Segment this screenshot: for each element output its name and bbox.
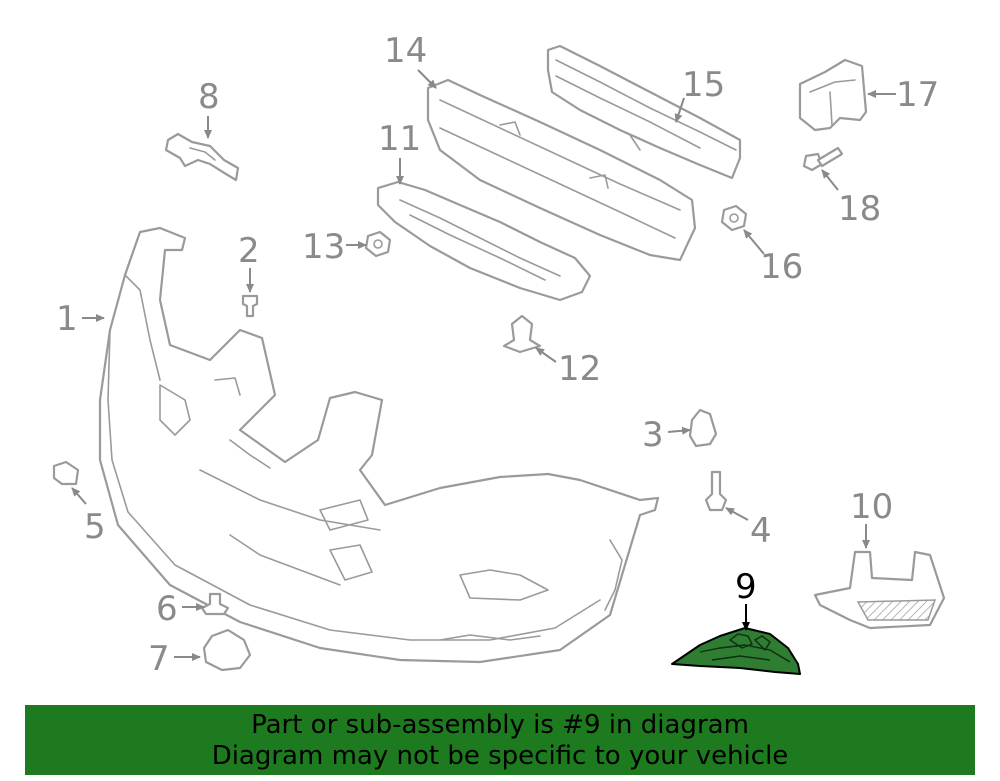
retainer-part-5 <box>52 460 80 486</box>
callout-9: 9 <box>735 567 757 607</box>
bolt-part-4 <box>704 470 728 512</box>
nut-part-13 <box>364 230 392 258</box>
bolt-part-18 <box>802 146 844 172</box>
callout-10: 10 <box>850 487 893 527</box>
callout-18: 18 <box>838 189 881 229</box>
callout-8: 8 <box>198 77 220 117</box>
callout-12: 12 <box>558 349 601 389</box>
nut-part-16 <box>720 204 748 232</box>
clip-part-3 <box>688 408 718 448</box>
cover-part-7 <box>202 628 252 672</box>
callout-7: 7 <box>148 639 170 679</box>
bolt-part-2 <box>241 294 259 318</box>
callout-16: 16 <box>760 247 803 287</box>
callout-4: 4 <box>750 511 772 551</box>
fog-lamp-bezel-part-9 <box>671 627 801 675</box>
callout-15: 15 <box>682 65 725 105</box>
callout-2: 2 <box>238 231 260 271</box>
bumper-cover <box>98 226 660 664</box>
callout-1: 1 <box>56 299 78 339</box>
pin-part-6 <box>200 592 230 616</box>
energy-absorber-part-11 <box>376 180 592 302</box>
bracket-part-17 <box>798 58 868 132</box>
leader-lines <box>71 69 896 661</box>
callout-3: 3 <box>642 415 664 455</box>
bracket-part-8 <box>164 132 240 182</box>
callout-17: 17 <box>896 75 939 115</box>
callout-14: 14 <box>384 31 427 71</box>
callout-11: 11 <box>378 119 421 159</box>
impact-bar-part-15 <box>546 44 742 180</box>
callout-5: 5 <box>84 507 106 547</box>
reinforcement-part-14 <box>426 78 697 262</box>
bracket-part-10 <box>813 550 946 630</box>
clip-part-12 <box>502 314 542 354</box>
banner-line-2: Diagram may not be specific to your vehi… <box>211 741 789 771</box>
callout-13: 13 <box>302 227 345 267</box>
banner-line-1: Part or sub-assembly is #9 in diagram <box>251 710 749 740</box>
info-banner: Part or sub-assembly is #9 in diagram Di… <box>25 705 975 775</box>
callout-6: 6 <box>156 589 178 629</box>
